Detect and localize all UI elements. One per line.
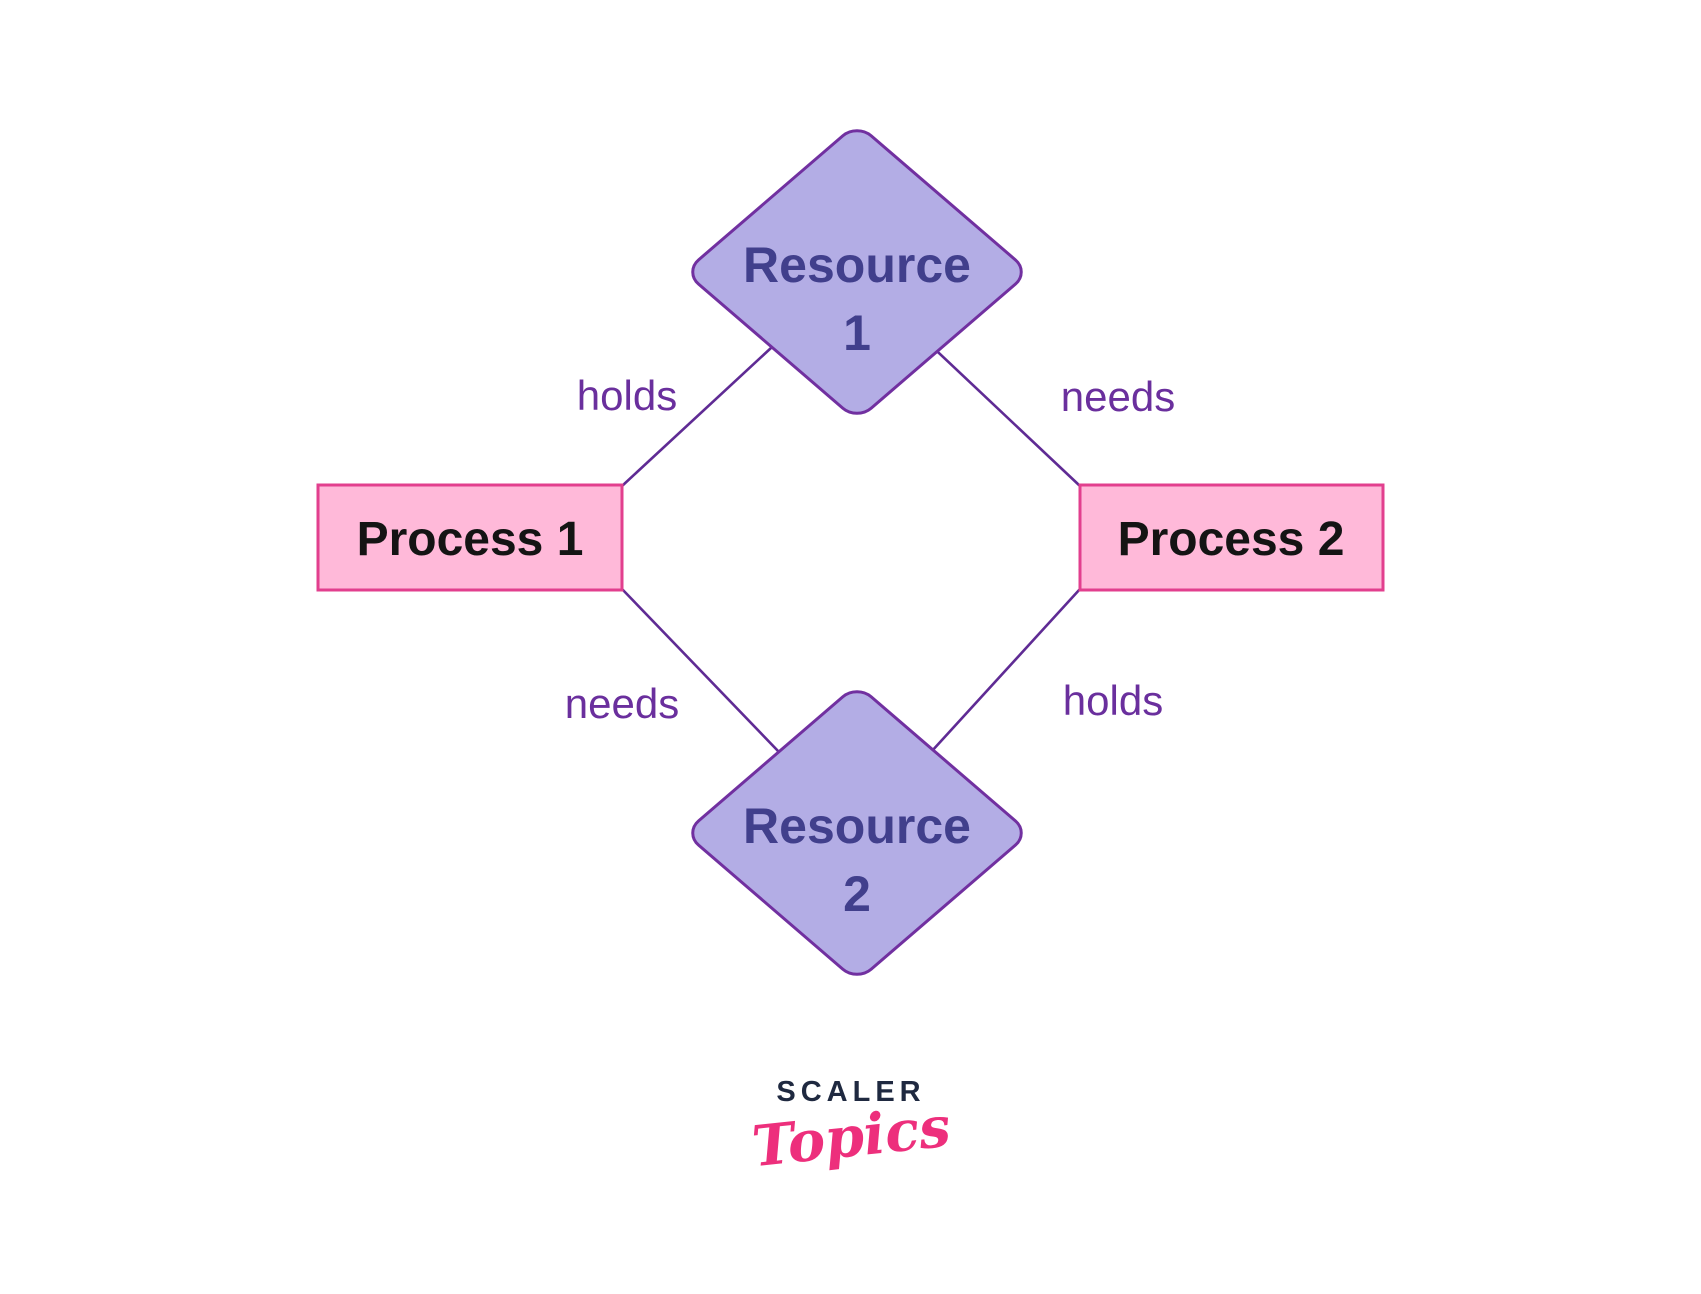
scaler-logo-product-text: Topics: [748, 1093, 954, 1181]
scaler-logo-brand-text: SCALER: [776, 1076, 926, 1108]
edge-label-holds-bottom-right: holds: [1063, 677, 1163, 724]
resource-2-label-line1: Resource: [743, 798, 971, 854]
process-2-label: Process 2: [1118, 513, 1345, 566]
process-2-shape: [1078, 483, 1385, 592]
resource-1-shape: [684, 124, 1029, 421]
node-process-1: Process 1: [316, 483, 624, 592]
resource-2-label-line2: 2: [843, 866, 871, 922]
node-resource-2: Resource 2: [684, 685, 1029, 982]
process-1-shape: [316, 483, 624, 592]
edge-label-needs-top-right: needs: [1061, 373, 1175, 420]
resource-1-label-line2: 1: [843, 305, 871, 361]
node-process-2: Process 2: [1078, 483, 1385, 592]
resource-2-shape: [684, 685, 1029, 982]
edge-label-needs-bottom-left: needs: [565, 680, 679, 727]
scaler-topics-logo: SCALER Topics: [731, 1076, 971, 1181]
process-1-label: Process 1: [357, 513, 584, 566]
node-resource-1: Resource 1: [684, 124, 1029, 421]
edge-label-holds-top-left: holds: [577, 372, 677, 419]
resource-1-label-line1: Resource: [743, 237, 971, 293]
